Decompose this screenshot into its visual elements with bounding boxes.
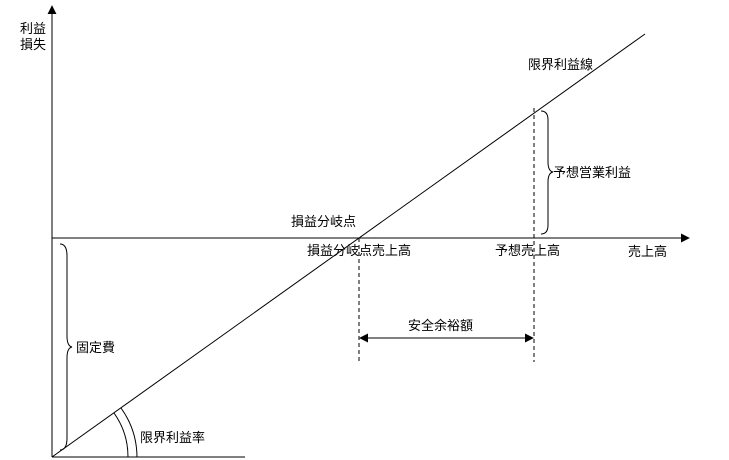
safety-margin-label: 安全余裕額	[408, 318, 473, 334]
break-even-sales-label: 損益分岐点売上高	[307, 243, 411, 259]
expected-operating-profit-label: 予想営業利益	[553, 165, 631, 181]
marginal-profit-rate-label: 限界利益率	[140, 430, 205, 446]
x-axis-label: 売上高	[628, 244, 667, 260]
y-axis-label-loss: 損失	[20, 38, 46, 53]
fixed-cost-brace	[59, 243, 73, 451]
marginal-profit-line-label: 限界利益線	[528, 57, 593, 73]
y-axis-label-profit: 利益	[20, 22, 46, 37]
marginal-profit-line	[51, 33, 646, 458]
expected-sales-label: 予想売上高	[495, 243, 560, 259]
operating-profit-brace	[540, 110, 554, 235]
angle-arc-inner	[113, 412, 129, 458]
angle-arc-outer	[120, 407, 138, 458]
fixed-cost-label: 固定費	[76, 341, 115, 356]
break-even-point-label: 損益分岐点	[291, 215, 356, 230]
